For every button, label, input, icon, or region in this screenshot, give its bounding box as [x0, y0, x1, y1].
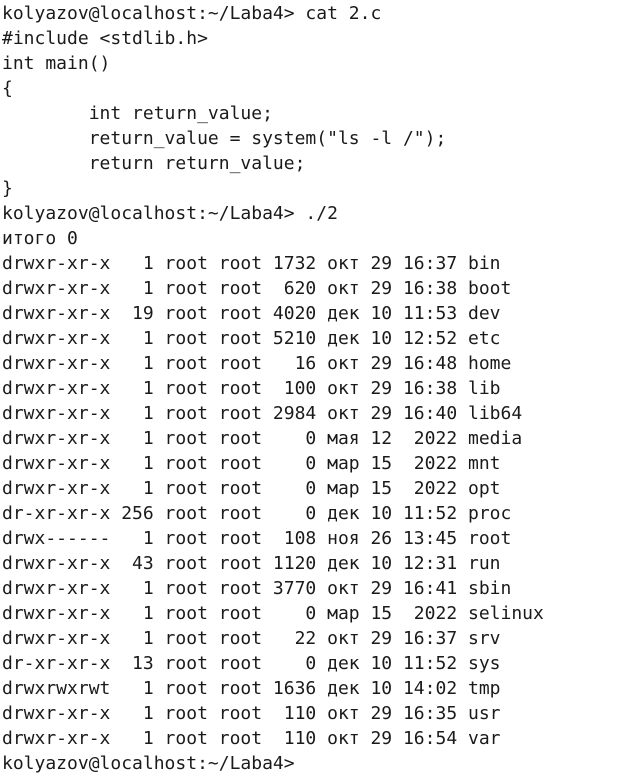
listing-line: dr-xr-xr-x 256 root root 0 дек 10 11:52 …: [2, 503, 512, 524]
listing-line: drwx------ 1 root root 108 ноя 26 13:45 …: [2, 528, 512, 549]
listing-line: drwxr-xr-x 1 root root 0 мар 15 2022 mnt: [2, 453, 501, 474]
code-line: #include <stdlib.h>: [2, 28, 208, 49]
output-line: итого 0: [2, 228, 78, 249]
listing-line: drwxr-xr-x 1 root root 1732 окт 29 16:37…: [2, 253, 501, 274]
code-line: {: [2, 78, 13, 99]
listing-line: drwxr-xr-x 1 root root 0 мар 15 2022 sel…: [2, 603, 544, 624]
listing-line: drwxr-xr-x 1 root root 0 мая 12 2022 med…: [2, 428, 523, 449]
listing-line: drwxr-xr-x 1 root root 2984 окт 29 16:40…: [2, 403, 523, 424]
code-line: int main(): [2, 53, 111, 74]
listing-line: drwxr-xr-x 1 root root 110 окт 29 16:54 …: [2, 728, 501, 749]
listing-line: drwxr-xr-x 1 root root 620 окт 29 16:38 …: [2, 278, 512, 299]
listing-line: drwxr-xr-x 19 root root 4020 дек 10 11:5…: [2, 303, 501, 324]
code-line: }: [2, 178, 13, 199]
listing-line: drwxrwxrwt 1 root root 1636 дек 10 14:02…: [2, 678, 501, 699]
prompt-line: kolyazov@localhost:~/Laba4>: [2, 753, 306, 774]
listing-line: drwxr-xr-x 1 root root 16 окт 29 16:48 h…: [2, 353, 512, 374]
listing-line: drwxr-xr-x 1 root root 3770 окт 29 16:41…: [2, 578, 512, 599]
listing-line: drwxr-xr-x 1 root root 0 мар 15 2022 opt: [2, 478, 501, 499]
code-line: int return_value;: [2, 103, 273, 124]
listing-line: drwxr-xr-x 43 root root 1120 дек 10 12:3…: [2, 553, 501, 574]
listing-line: drwxr-xr-x 1 root root 22 окт 29 16:37 s…: [2, 628, 501, 649]
listing-line: dr-xr-xr-x 13 root root 0 дек 10 11:52 s…: [2, 653, 501, 674]
listing-line: drwxr-xr-x 1 root root 110 окт 29 16:35 …: [2, 703, 501, 724]
listing-line: drwxr-xr-x 1 root root 5210 дек 10 12:52…: [2, 328, 501, 349]
listing-line: drwxr-xr-x 1 root root 100 окт 29 16:38 …: [2, 378, 501, 399]
prompt-line: kolyazov@localhost:~/Laba4> ./2: [2, 203, 338, 224]
prompt-line: kolyazov@localhost:~/Laba4> cat 2.c: [2, 3, 382, 24]
code-line: return return_value;: [2, 153, 306, 174]
code-line: return_value = system("ls -l /");: [2, 128, 447, 149]
